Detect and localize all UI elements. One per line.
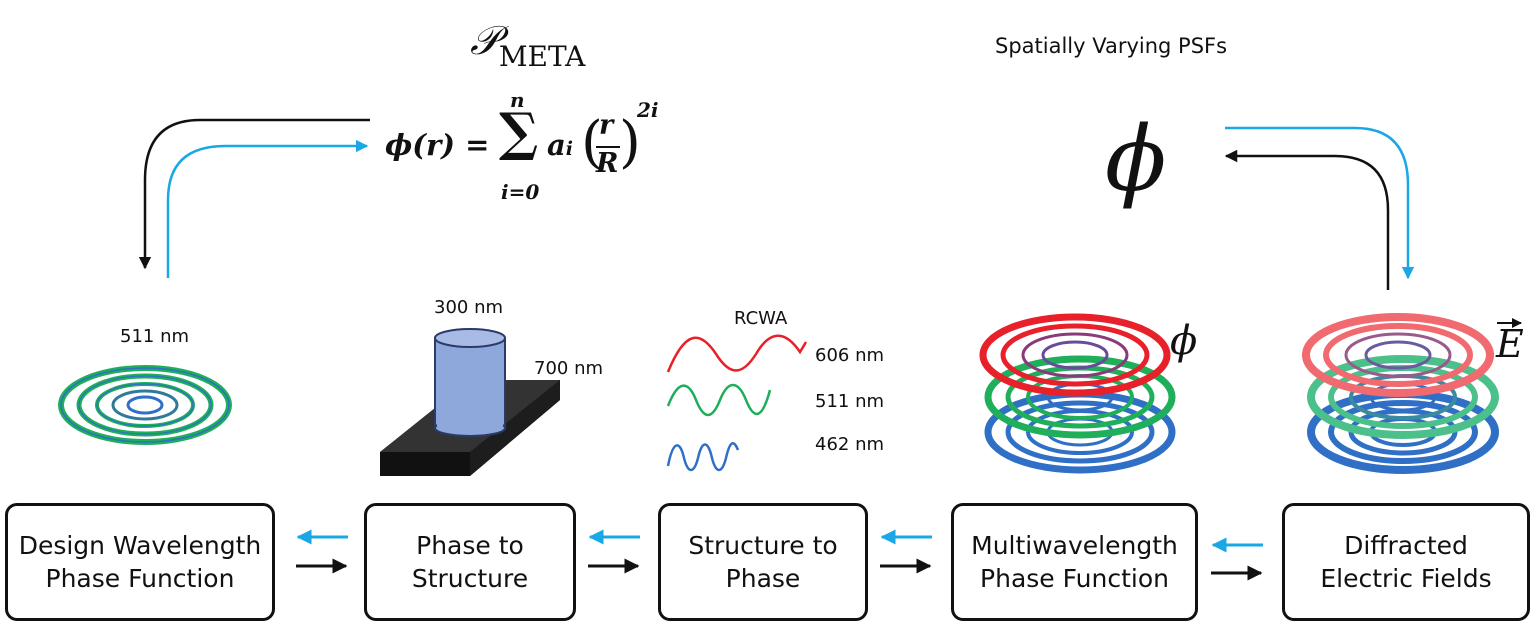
psf-title: Spatially Varying PSFs [995,34,1228,58]
phase-equation: ϕ(r) = n ∑ i=0 ai ( r R ) 2i [385,88,659,208]
wave-red [666,334,808,373]
frac-den: R [596,148,619,179]
design-wavelength-label: 511 nm [120,326,190,347]
sum-symbol-icon: ∑ [499,102,539,163]
pillar-width-label: 700 nm [534,358,604,379]
meta-title-symbol: 𝒫 [470,18,499,64]
sum-upper: n [510,88,525,112]
exponent: 2i [637,98,659,122]
stage-2-line1: Phase to [416,531,524,560]
stage-phase-to-structure[interactable]: Phase to Structure [364,503,576,621]
loop-black-arrow-left [138,118,370,270]
multiwavelength-rings-icon [979,313,1176,474]
nanopillar-structure-icon [380,328,560,476]
stage-arrows [296,529,1263,581]
design-phase-rings-icon [58,365,232,445]
loop-black-arrow-right [1224,149,1390,290]
stage-structure-to-phase[interactable]: Structure to Phase [658,503,868,621]
paren-open-icon: ( [581,110,603,175]
stage-4-line2: Phase Function [980,564,1169,593]
sum-lower: i=0 [501,180,540,204]
meta-title-subscript: META [498,40,586,73]
stage-3-line1: Structure to [688,531,838,560]
wave-green-label: 511 nm [815,391,885,412]
phi-label: ϕ [1170,318,1198,364]
wave-blue [666,442,740,472]
coef-letter: a [547,128,566,162]
stage-5-line2: Electric Fields [1320,564,1492,593]
diffracted-field-rings-icon [1302,313,1499,474]
loop-cyan-arrow-left [166,139,369,278]
stage-5-line1: Diffracted [1344,531,1468,560]
meta-title: 𝒫META [470,18,585,73]
rcwa-waves-icon [666,334,808,472]
loop-cyan-arrow-right [1225,126,1415,280]
stage-3-line2: Phase [725,564,801,593]
coef-subscript: i [565,138,574,160]
stage-1-line2: Phase Function [45,564,235,593]
wave-green [666,383,772,417]
efield-label: E [1496,322,1524,366]
phi-large: ϕ [1105,107,1167,212]
wave-blue-label: 462 nm [815,434,885,455]
rcwa-label: RCWA [734,308,788,329]
pillar-height-label: 300 nm [434,297,504,318]
stage-4-line1: Multiwavelength [971,531,1178,560]
frac-num: r [599,110,614,141]
wave-red-label: 606 nm [815,345,885,366]
stage-1-line1: Design Wavelength [18,531,262,560]
equation-lhs: ϕ(r) = [385,128,490,162]
stage-2-line2: Structure [411,564,529,593]
frac-bar [596,146,620,148]
paren-close-icon: ) [619,110,641,175]
coef: ai [547,128,573,162]
